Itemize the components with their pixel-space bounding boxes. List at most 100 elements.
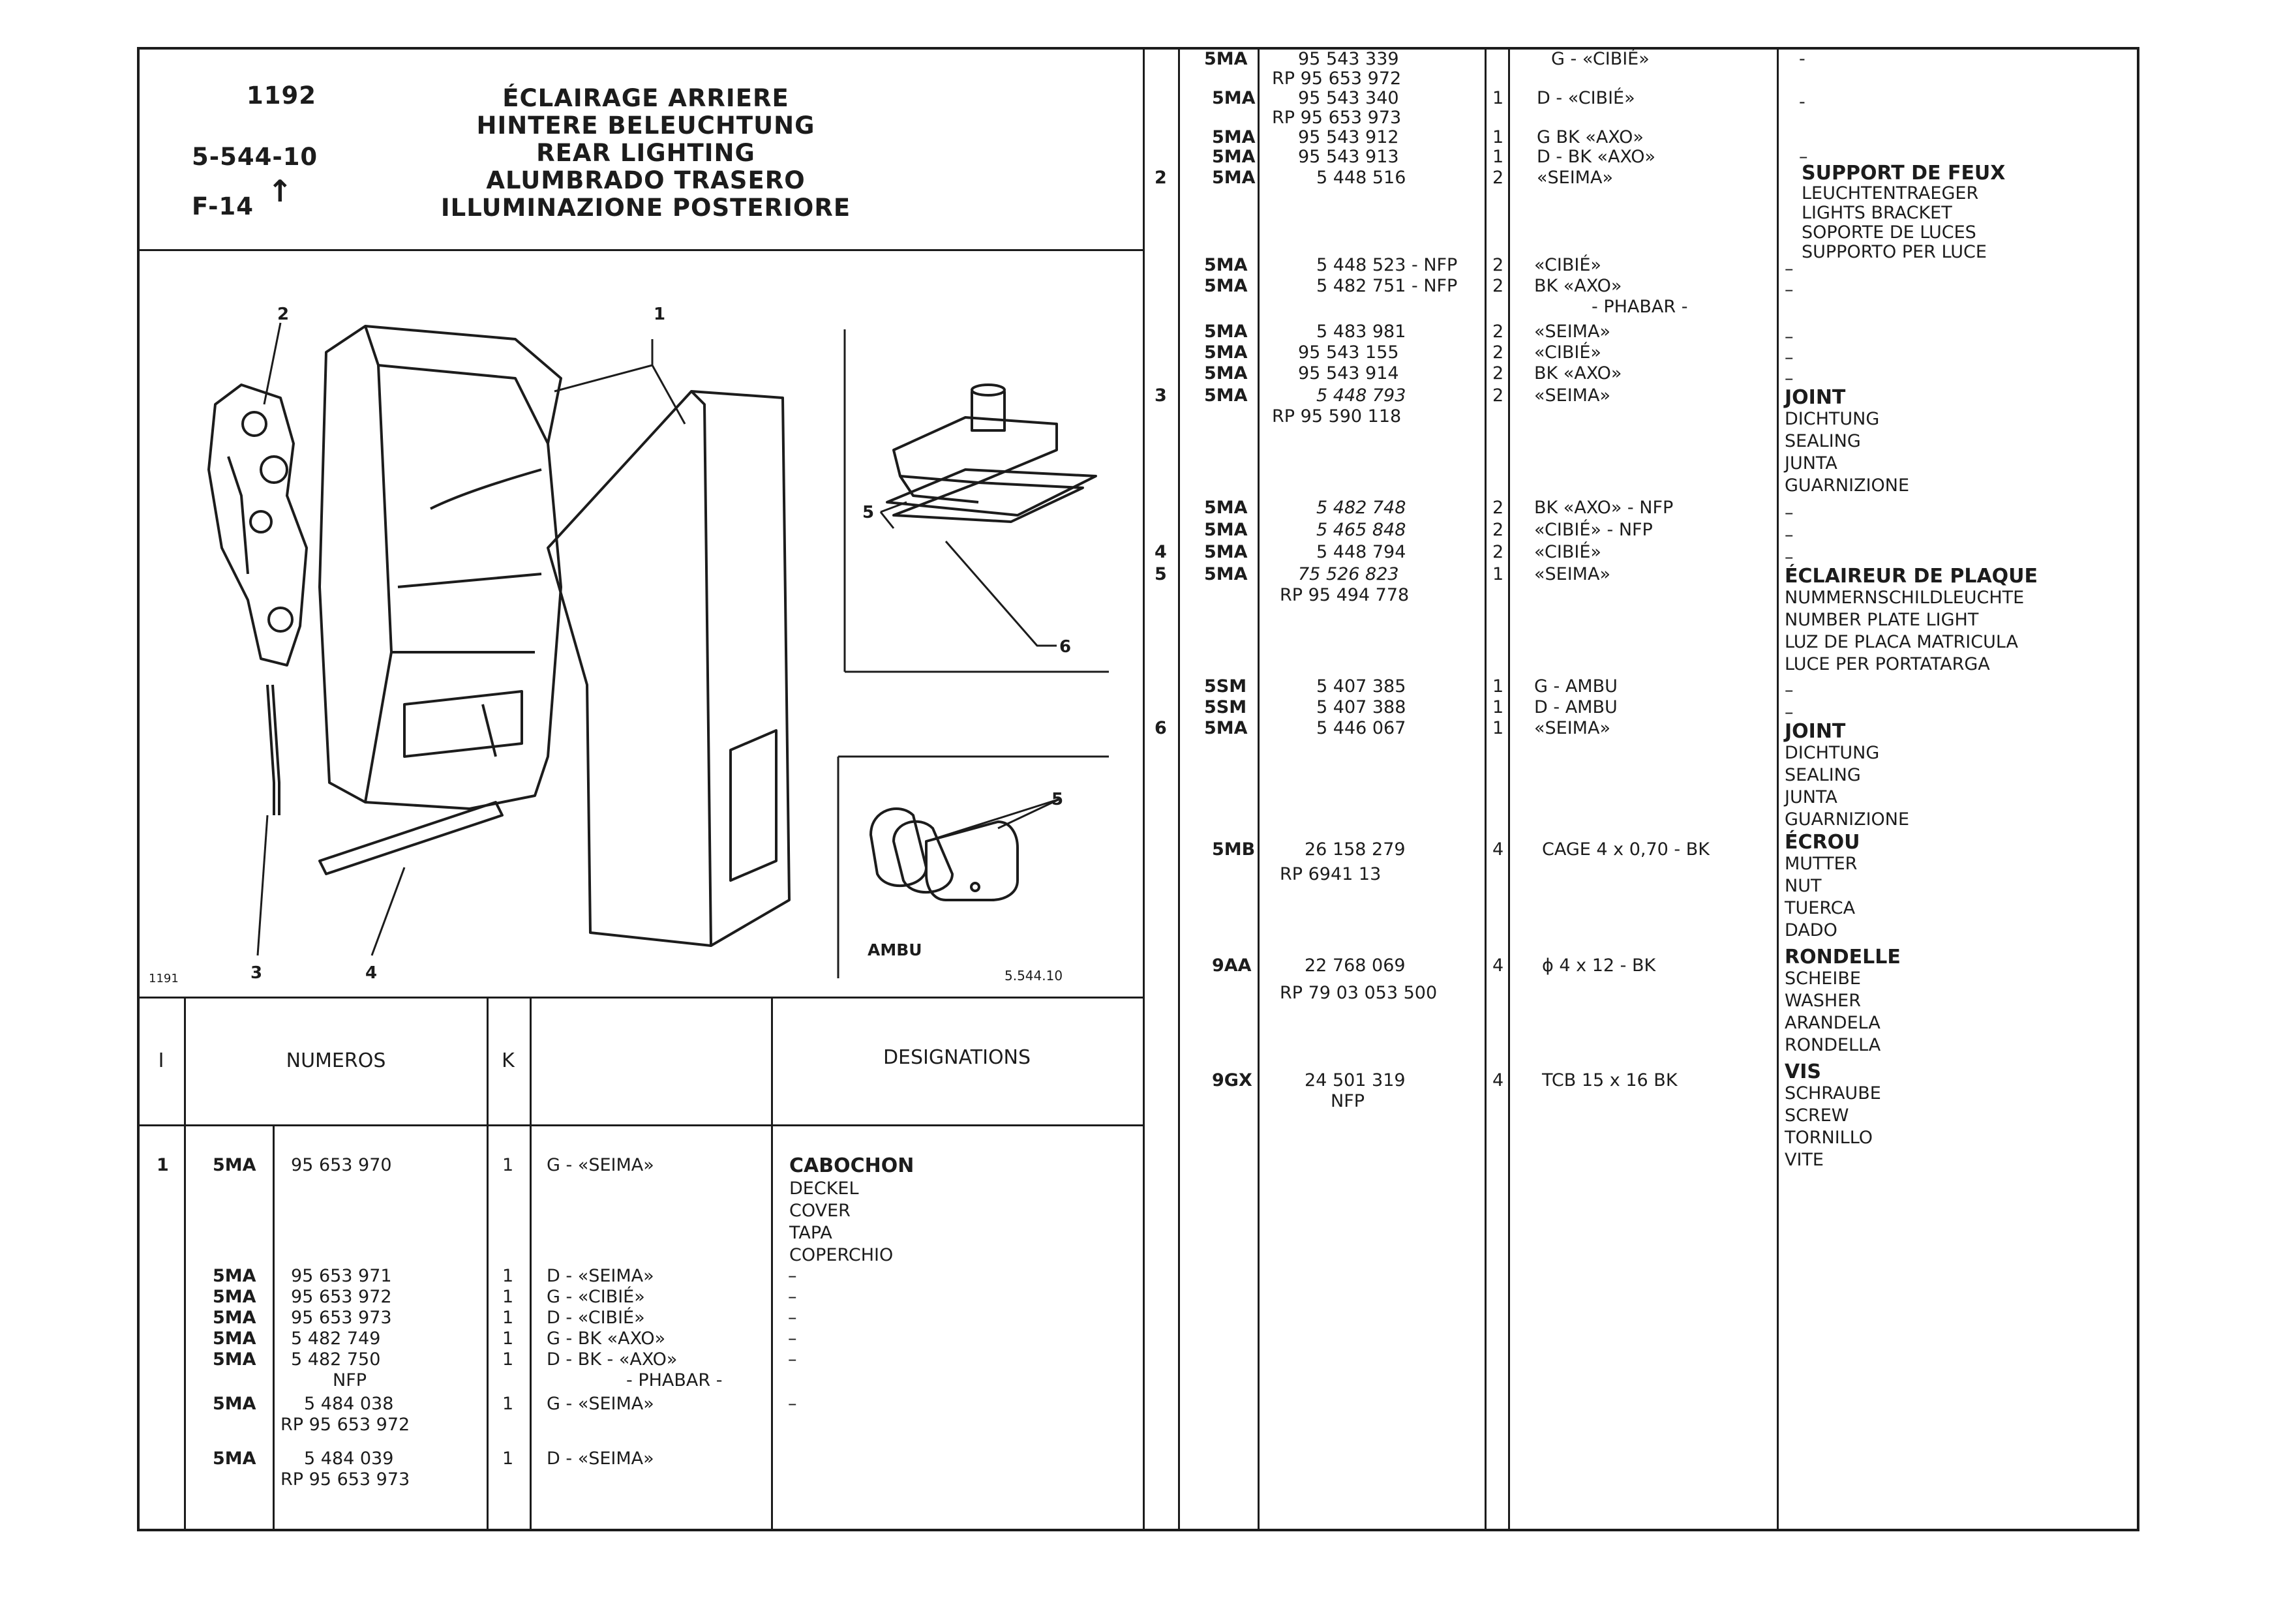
designation-es: JUNTA [1785,787,1837,807]
callout-3: 3 [250,963,263,983]
designation-en: SCREW [1785,1105,1849,1126]
row-qty: 2 [1492,363,1504,383]
row-group: 5MA [1212,147,1256,167]
row-group: 5SM [1204,676,1247,697]
row-designation: – [1785,680,1794,700]
title-fr: ÉCLAIRAGE ARRIERE [502,84,789,112]
designation-it: SUPPORTO PER LUCE [1802,242,1987,262]
designation-de: SCHRAUBE [1785,1083,1881,1104]
designation-de: DICHTUNG [1785,409,1880,429]
row-qty: 2 [1492,276,1504,296]
callout-1: 1 [654,305,666,324]
designation-de: NUMMERNSCHILDLEUCHTE [1785,588,2025,608]
column-rule [771,997,773,1531]
row-number: 95 653 972 [291,1287,392,1307]
row-number: 24 501 319 [1305,1070,1406,1090]
designation-de: DICHTUNG [1785,743,1880,763]
column-rule [530,997,532,1531]
row-qty: 2 [1492,168,1504,188]
row-designation: – [1785,327,1794,347]
row-designation: – [788,1394,797,1414]
row-designation: – [1799,147,1808,167]
designation-es: TUERCA [1785,898,1856,918]
title-divider [137,249,1143,251]
row-number: 5 482 749 [291,1329,381,1349]
column-rule [487,997,489,1531]
row-group: 5MA [213,1449,256,1469]
designation-de: DECKEL [789,1179,859,1199]
designation-it: GUARNIZIONE [1785,809,1910,830]
row-qty: 1 [1492,147,1504,167]
designation-en: LIGHTS BRACKET [1802,203,1952,223]
row-number: 95 543 340 [1298,88,1399,108]
row-number: 95 653 973 [291,1308,392,1328]
row-group: 5MA [213,1155,256,1175]
ambu-light [869,807,1019,901]
row-designation: – [1785,503,1794,523]
designation-en: SEALING [1785,765,1861,785]
row-number: 95 653 970 [291,1155,392,1175]
row-index: 3 [1155,385,1167,406]
designation-fr: VIS [1785,1060,1821,1083]
row-spec: «SEIMA» [1534,564,1610,584]
row-spec: D - «SEIMA» [547,1449,654,1469]
row-designation: – [1785,525,1794,545]
row-number: 75 526 823 [1298,564,1399,584]
title-it: ILLUMINAZIONE POSTERIORE [440,194,851,222]
row-number: NFP [333,1370,367,1390]
row-spec: D - «CIBIÉ» [1537,88,1635,108]
row-group: 5MA [213,1266,256,1286]
row-spec: BK «AXO» [1534,276,1622,296]
row-designation: – [1785,348,1794,368]
leader-lines [256,322,1061,956]
up-arrow-icon: ↑ [267,173,293,209]
row-qty: 1 [1492,676,1504,697]
row-group: 5MA [213,1394,256,1414]
row-designation: - [1799,49,1805,69]
row-group: 5MA [1212,88,1256,108]
row-index: 2 [1155,168,1167,188]
column-rule [273,1124,275,1531]
row-number: RP 95 653 973 [1272,108,1402,128]
designation-fr: ÉCROU [1785,831,1860,854]
row-number: 5 446 067 [1316,718,1406,738]
row-qty: 1 [502,1449,514,1469]
row-index: 4 [1155,542,1167,562]
row-qty: 1 [502,1266,514,1286]
row-number: 5 448 793 [1316,385,1406,406]
row-group: 9GX [1212,1070,1252,1090]
row-spec: «SEIMA» [1534,322,1610,342]
row-spec: G - «CIBIÉ» [1551,49,1650,69]
designation-es: ARANDELA [1785,1013,1881,1033]
designation-es: SOPORTE DE LUCES [1802,222,1976,243]
row-spec: G - «SEIMA» [547,1394,654,1414]
row-qty: 1 [502,1308,514,1328]
column-rule [1178,47,1180,1531]
designation-es: JUNTA [1785,453,1837,473]
row-qty: 2 [1492,498,1504,518]
figure-corner-right: 5.544.10 [1004,968,1063,984]
row-qty: 4 [1492,1070,1504,1090]
inset-label: AMBU [868,940,922,959]
figure-reference: F-14 [192,192,254,220]
row-number: 22 768 069 [1305,955,1406,976]
row-index: 6 [1155,718,1167,738]
row-designation: – [1785,702,1794,723]
column-rule [1485,47,1487,1531]
row-group: 5MA [1212,127,1256,147]
callout-5-ambu: 5 [1051,790,1064,809]
row-qty: 1 [502,1155,514,1175]
row-qty: 1 [502,1329,514,1349]
row-number: RP 6941 13 [1280,864,1382,884]
designation-en: COVER [789,1201,851,1221]
row-number: 5 448 794 [1316,542,1406,562]
row-spec: D - BK «AXO» [1537,147,1656,167]
row-designation: - [1799,92,1805,112]
designation-it: DADO [1785,920,1837,940]
row-spec: «CIBIÉ» [1534,542,1601,562]
row-spec: G BK «AXO» [1537,127,1644,147]
row-group: 5MA [1204,49,1248,69]
sealing-strips [266,684,504,875]
row-number: RP 95 494 778 [1280,585,1410,605]
